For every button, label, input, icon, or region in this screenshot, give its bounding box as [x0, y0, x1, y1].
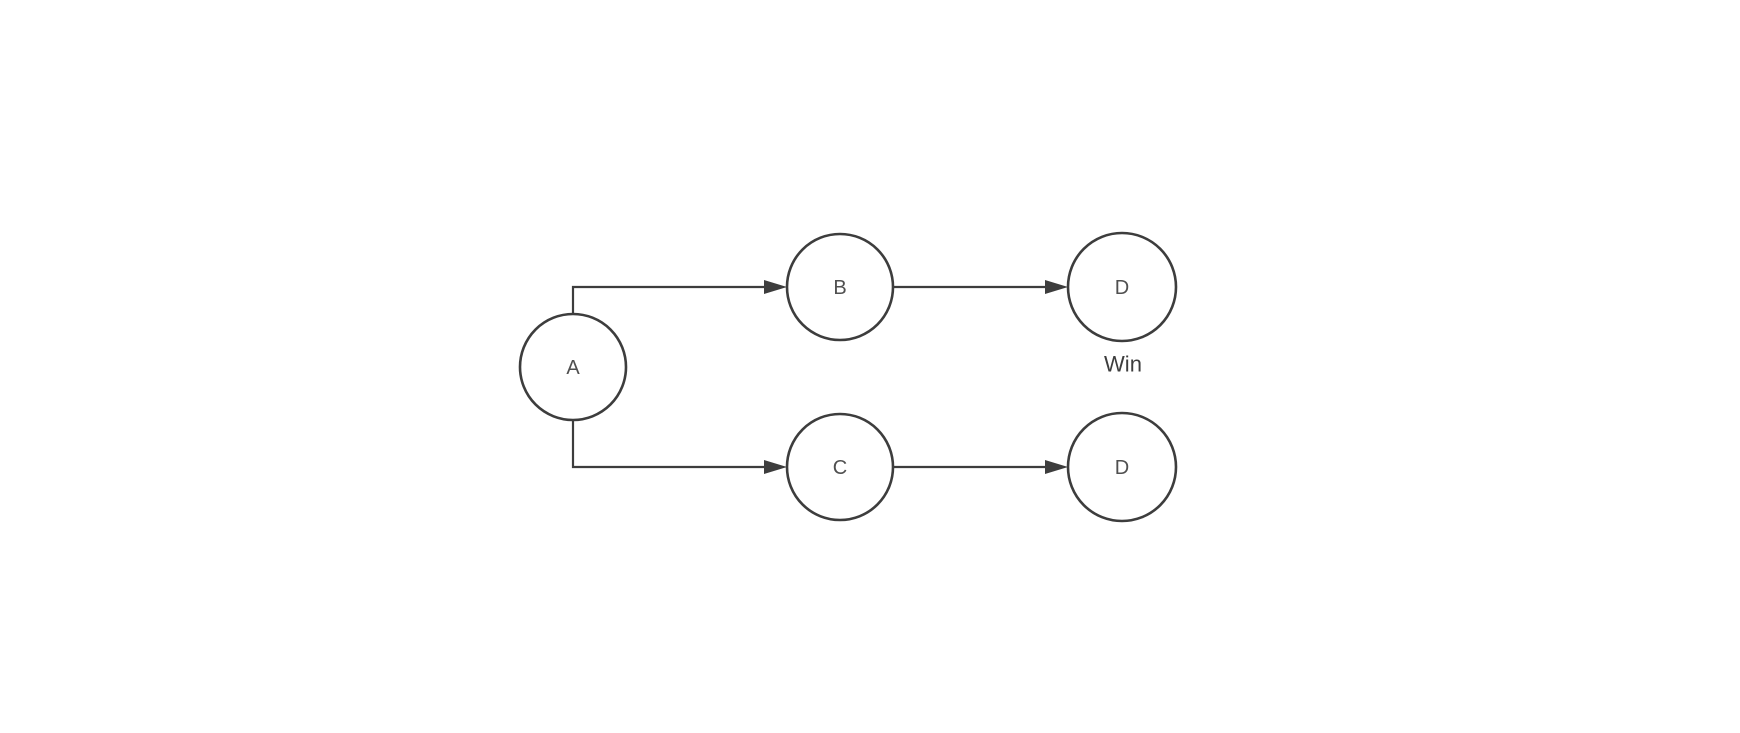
- node-d-bottom-circle: [1066, 411, 1178, 523]
- node-d-bottom-label: D: [1115, 457, 1129, 479]
- node-a-circle: [518, 312, 628, 422]
- node-d-top: D: [1066, 231, 1178, 343]
- node-a-label: A: [566, 357, 580, 379]
- edge-a-to-c: [571, 420, 787, 474]
- edge-a-to-b: [571, 280, 787, 314]
- arrowhead-icon: [1045, 460, 1068, 474]
- node-b: B: [785, 232, 895, 342]
- node-c-circle: [785, 412, 895, 522]
- edge-b-to-d-top: [893, 280, 1068, 294]
- node-b-circle: [785, 232, 895, 342]
- arrowhead-icon: [764, 280, 787, 294]
- arrowhead-icon: [1045, 280, 1068, 294]
- edge-a-to-b-line: [571, 285, 765, 314]
- arrowhead-icon: [764, 460, 787, 474]
- node-c: C: [785, 412, 895, 522]
- node-d-bottom: D: [1066, 411, 1178, 523]
- edge-c-to-d-bottom: [893, 460, 1068, 474]
- edge-a-to-c-line: [571, 420, 765, 469]
- win-label: Win: [1104, 352, 1142, 377]
- node-d-top-circle: [1066, 231, 1178, 343]
- node-b-label: B: [833, 277, 846, 299]
- node-d-top-label: D: [1115, 277, 1129, 299]
- node-c-label: C: [833, 457, 847, 479]
- node-a: A: [518, 312, 628, 422]
